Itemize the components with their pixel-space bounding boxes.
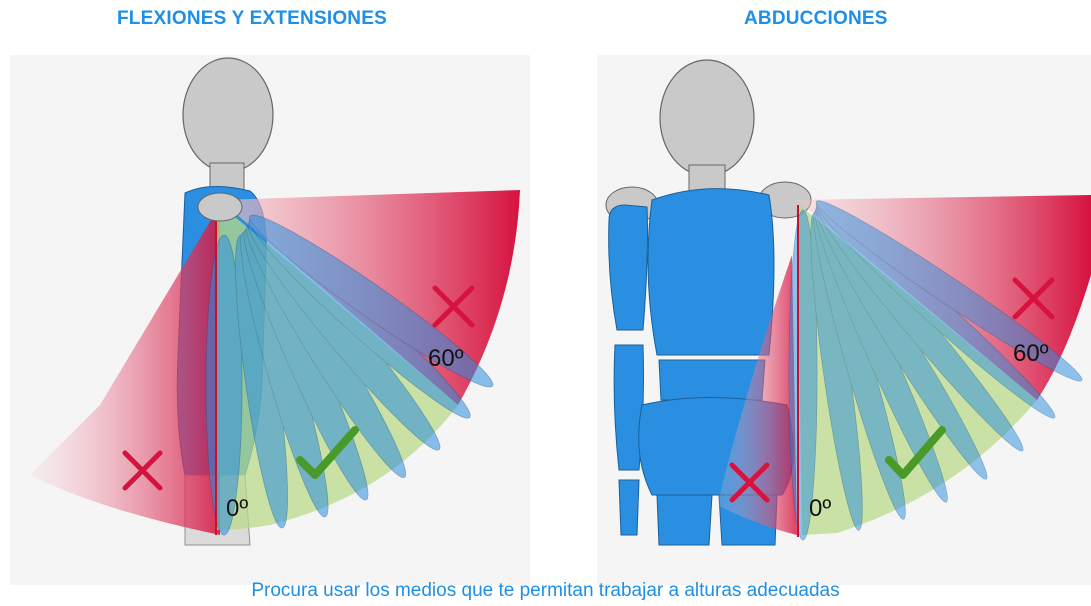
- cross-icon: [432, 285, 475, 328]
- checkmark-icon: [296, 426, 359, 479]
- left-arm-upper: [608, 204, 648, 331]
- abduction-diagram: 60º 0º: [597, 55, 1091, 585]
- cross-icon: [729, 462, 770, 503]
- forbidden-zone-back: [30, 205, 220, 535]
- cross-icon: [1012, 277, 1055, 320]
- head-shape: [659, 59, 755, 177]
- angle-label-60: 60º: [428, 345, 464, 372]
- cross-icon: [122, 450, 163, 491]
- angle-label-0: 0º: [226, 495, 249, 522]
- footer-advice: Procura usar los medios que te permitan …: [251, 580, 840, 601]
- torso-shape: [647, 188, 775, 356]
- checkmark-icon: [885, 426, 946, 479]
- forbidden-zone-low: [717, 255, 797, 535]
- angle-label-0: 0º: [809, 495, 832, 522]
- head-shape: [182, 57, 274, 173]
- flexion-extension-diagram: 60º 0º: [10, 55, 530, 585]
- title-abducciones: ABDUCCIONES: [744, 8, 888, 29]
- title-flexiones: FLEXIONES Y EXTENSIONES: [117, 8, 387, 29]
- left-arm-lower: [613, 344, 644, 471]
- angle-label-60: 60º: [1013, 340, 1049, 367]
